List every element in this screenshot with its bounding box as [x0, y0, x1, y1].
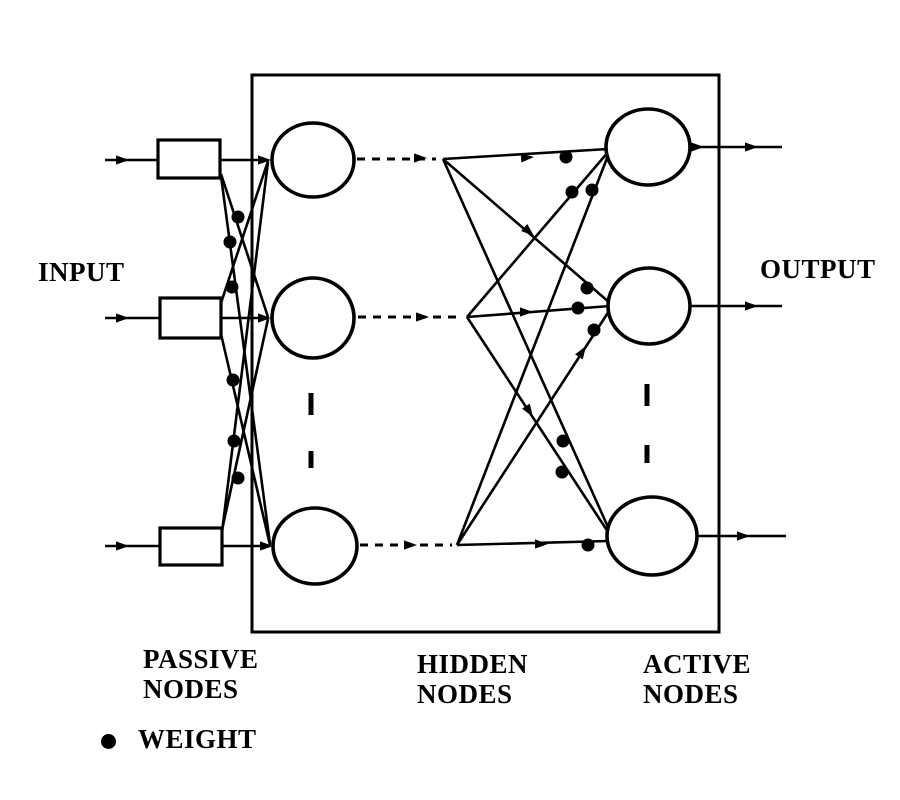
connection-line [220, 161, 270, 533]
weight-dot [223, 235, 237, 249]
arrowhead-icon [691, 142, 704, 152]
connection-line [455, 152, 611, 546]
arrowhead-icon [522, 403, 533, 417]
arrowhead-icon [258, 155, 271, 165]
connection-line [465, 316, 614, 539]
hidden-node-circle [271, 506, 359, 586]
arrowhead-icon [745, 142, 758, 152]
connection-line [219, 160, 270, 304]
hidden-node-circle [270, 276, 356, 360]
network-boundary-box [250, 73, 721, 634]
arrowhead-icon [520, 153, 534, 163]
arrowhead-icon [575, 346, 586, 360]
arrowhead-icon [116, 313, 129, 323]
weight-legend: WEIGHT [101, 724, 257, 755]
arrowhead-icon [414, 153, 427, 163]
arrowhead-icon [520, 307, 533, 317]
weight-dot [585, 183, 599, 197]
weight-dot [231, 471, 245, 485]
weight-dot [556, 434, 570, 448]
weight-dot [227, 434, 241, 448]
connection-line [466, 304, 611, 319]
arrowhead-icon [258, 313, 271, 323]
connection-line [219, 333, 272, 546]
passive-nodes-label-line1: PASSIVE [143, 644, 259, 674]
connection-line [442, 147, 609, 161]
weight-dot [580, 281, 594, 295]
active-nodes-label: ACTIVE NODES [643, 649, 751, 709]
weight-dot [225, 280, 239, 294]
arrowhead-icon [745, 301, 758, 311]
hidden-nodes-label: HIDDEN NODES [417, 649, 528, 709]
hidden-node-circle [270, 121, 356, 199]
passive-node-box [158, 526, 224, 567]
input-label: INPUT [38, 257, 125, 287]
arrowhead-icon [737, 531, 750, 541]
arrowhead-icon [521, 223, 534, 236]
weight-dot [571, 301, 585, 315]
arrowhead-icon [416, 312, 429, 322]
weight-legend-label: WEIGHT [138, 724, 257, 754]
connection-line [219, 173, 270, 318]
passive-node-box [156, 138, 222, 180]
weight-dot [226, 373, 240, 387]
active-node-circle [604, 107, 692, 187]
hidden-nodes-label-line1: HIDDEN [417, 649, 529, 679]
passive-nodes-label-line2: NODES [143, 674, 239, 704]
weight-dot-icon [101, 733, 116, 749]
connection-line [220, 318, 270, 531]
hidden-nodes-label-line2: NODES [417, 679, 513, 709]
weight-dot [587, 323, 601, 337]
arrowhead-icon [260, 541, 273, 551]
connection-line [466, 150, 610, 318]
arrowhead-icon [535, 539, 548, 549]
active-node-circle [606, 266, 692, 346]
weight-dot [565, 185, 579, 199]
output-label: OUTPUT [760, 254, 876, 284]
weight-dot [555, 465, 569, 479]
weight-dot [231, 210, 245, 224]
passive-nodes-label: PASSIVE NODES [143, 644, 259, 704]
passive-node-box [158, 296, 223, 340]
arrowhead-icon [116, 541, 129, 551]
weight-dot [559, 150, 573, 164]
arrowhead-icon [404, 540, 417, 550]
connection-line [441, 158, 614, 537]
active-nodes-label-line1: ACTIVE [643, 649, 752, 679]
active-nodes-label-line2: NODES [643, 679, 739, 709]
active-node-circle [605, 495, 699, 577]
arrowhead-icon [116, 155, 129, 165]
weight-dot [581, 538, 595, 552]
